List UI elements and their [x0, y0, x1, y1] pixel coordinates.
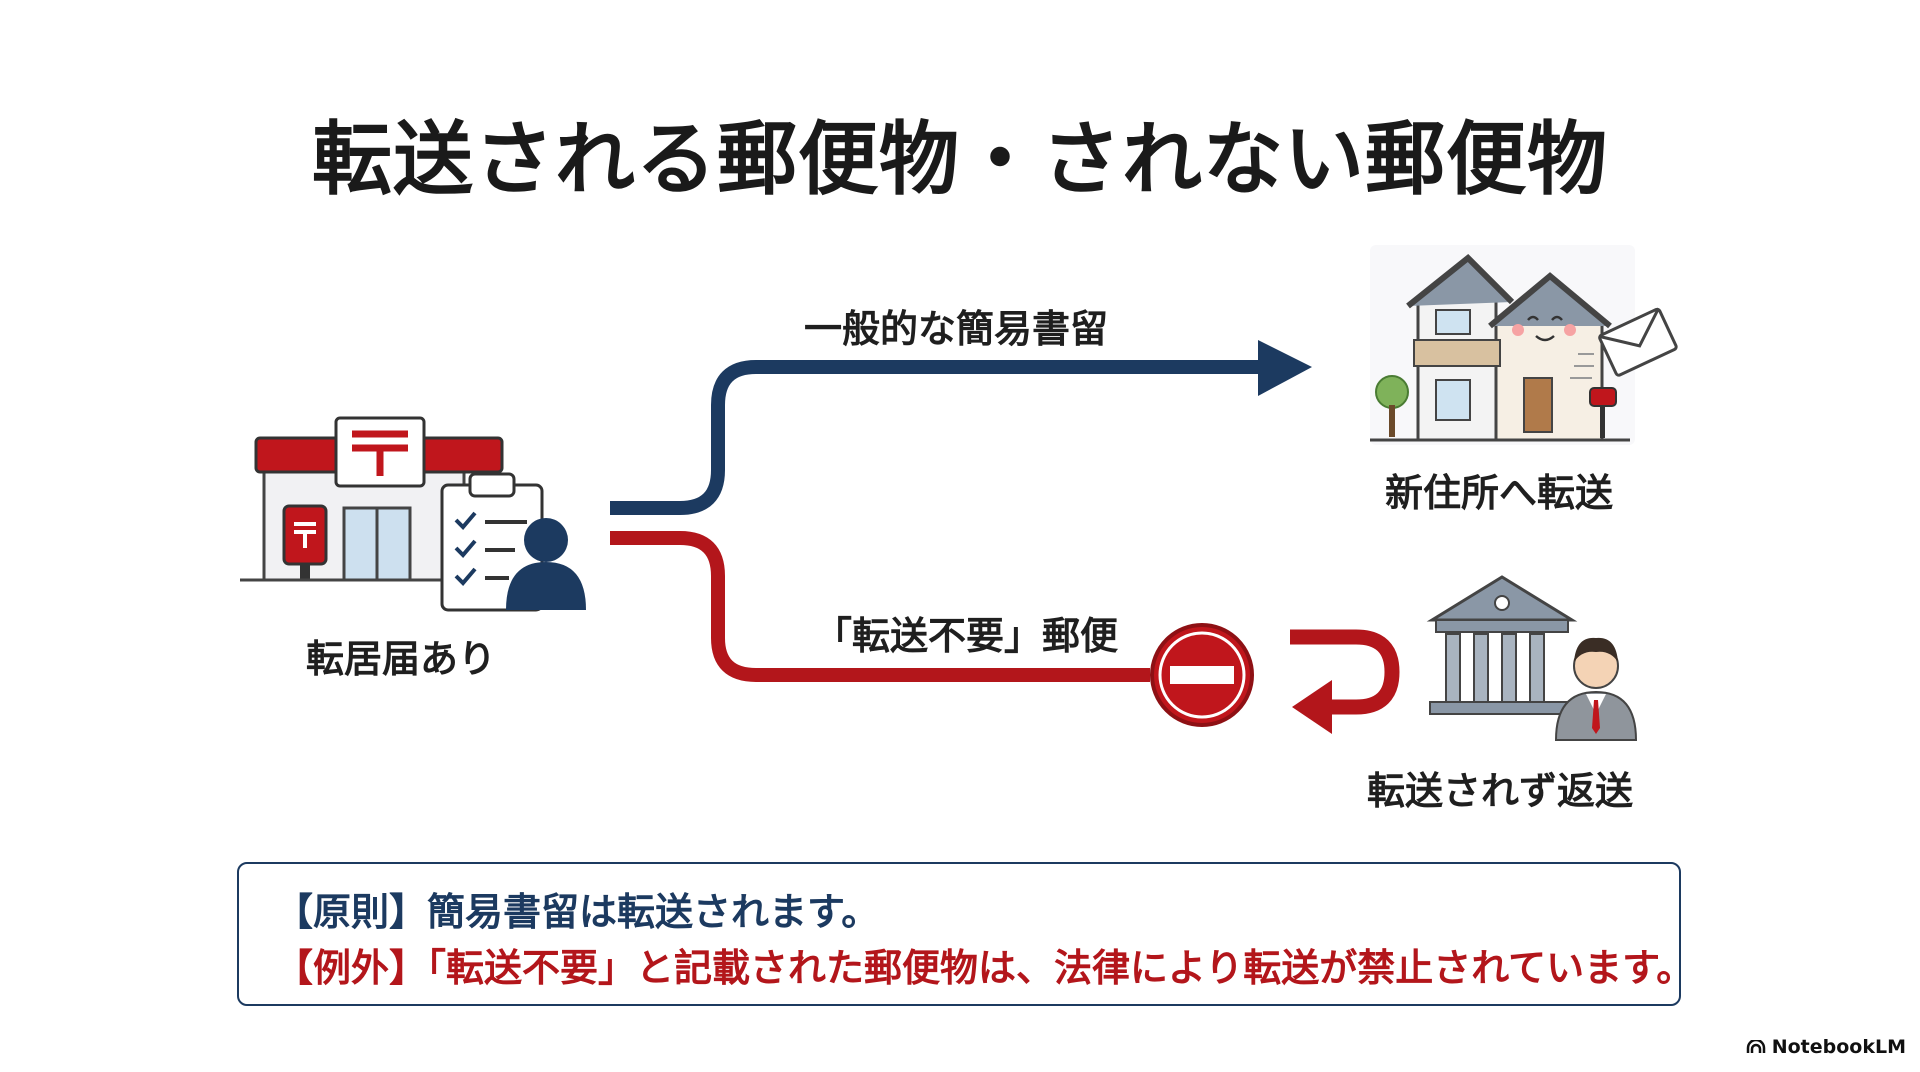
clerk-person-icon: [1554, 637, 1638, 741]
no-entry-sign-icon: [1150, 623, 1254, 727]
route-arrowhead: [1258, 340, 1312, 396]
page-title: 転送される郵便物・されない郵便物: [312, 113, 1608, 206]
brand-name: NotebookLM: [1771, 1036, 1906, 1058]
principle-note: 【原則】簡易書留は転送されます。: [275, 890, 880, 934]
rule-note-box: 【原則】簡易書留は転送されます。 【例外】「転送不要」と記載された郵便物は、法律…: [237, 862, 1695, 1006]
house-icon: [1370, 245, 1678, 445]
return-arrow-icon: [1290, 629, 1400, 734]
returned-destination-label: 転送されず返送: [1367, 769, 1634, 813]
post-office-icon: [240, 416, 504, 582]
exception-note: 【例外】「転送不要」と記載された郵便物は、法律により転送が禁止されています。: [275, 946, 1695, 990]
post-office-label: 転居届あり: [306, 637, 497, 681]
general-registered-mail-route: [610, 360, 1270, 515]
notebooklm-logo-icon: [1746, 1040, 1765, 1053]
no-forward-mail-route: [610, 531, 1150, 682]
top-route-label: 一般的な簡易書留: [804, 307, 1109, 351]
bank-building-icon: [1426, 575, 1578, 715]
bottom-route-label: 「転送不要」郵便: [814, 614, 1119, 658]
brand-watermark: NotebookLM: [1746, 1036, 1906, 1058]
person-icon: [506, 518, 586, 610]
forwarded-destination-label: 新住所へ転送: [1385, 471, 1614, 515]
